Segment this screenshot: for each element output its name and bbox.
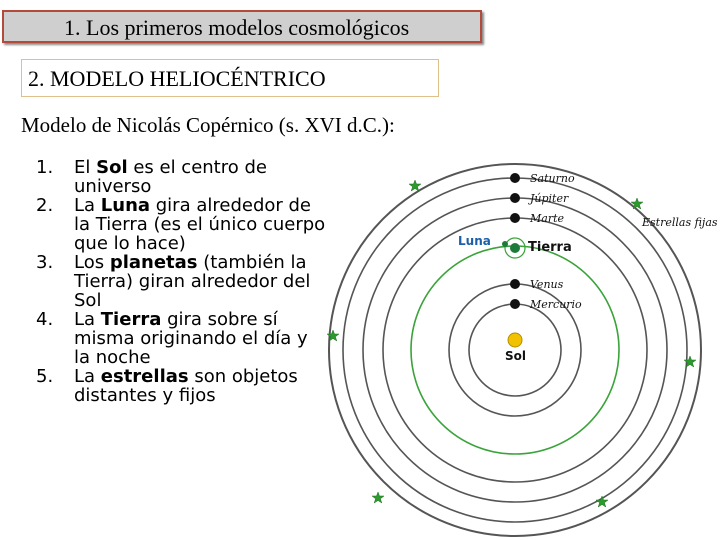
section-heading: 2. MODELO HELIOCÉNTRICO	[28, 66, 326, 91]
title-banner: 1. Los primeros modelos cosmológicos	[2, 10, 482, 43]
list-keyword: Sol	[96, 157, 128, 178]
fixed-stars-label: Estrellas fijas	[641, 216, 718, 229]
mars-dot	[510, 213, 520, 223]
list-text-post: gira alrededor de la Tierra (es el único…	[74, 195, 326, 254]
points-list: 1. El Sol es el centro de universo 2. La L…	[36, 158, 326, 405]
saturn-dot	[510, 173, 520, 183]
venus-dot	[510, 279, 520, 289]
list-text-pre: La	[74, 195, 101, 216]
fixed-stars	[326, 179, 697, 508]
star-icon	[371, 491, 385, 504]
list-keyword: estrellas	[100, 366, 189, 387]
star-icon	[326, 329, 340, 342]
planet-labels: Saturno Júpiter Marte Venus Mercurio Est…	[528, 172, 718, 311]
list-item: 4. La Tierra gira sobre sí misma originan…	[36, 310, 326, 367]
outer-sphere-ring	[328, 163, 702, 537]
saturn-label: Saturno	[530, 172, 575, 185]
list-number: 4.	[36, 309, 54, 330]
list-text-pre: El	[74, 157, 97, 178]
moon-orbit	[504, 237, 526, 259]
planets	[502, 173, 523, 348]
list-keyword: Luna	[100, 195, 151, 216]
moon-dot	[502, 241, 508, 247]
star-icon	[408, 179, 422, 192]
jupiter-label: Júpiter	[528, 192, 569, 205]
list-text-pre: La	[74, 309, 101, 330]
list-text-post: son objetos distantes y fijos	[74, 366, 298, 406]
list-text-pre: La	[74, 366, 101, 387]
list-keyword: Tierra	[100, 309, 162, 330]
venus-label: Venus	[530, 278, 564, 291]
list-text-post: gira sobre sí misma originando el día y …	[74, 309, 308, 368]
heliocentric-diagram: Saturno Júpiter Marte Venus Mercurio Est…	[326, 163, 718, 537]
list-text-post: es el centro de universo	[74, 157, 267, 197]
list-number: 5.	[36, 366, 54, 387]
section-heading-box: 2. MODELO HELIOCÉNTRICO	[21, 59, 439, 97]
sun-label: Sol	[505, 349, 526, 363]
list-number: 2.	[36, 195, 54, 216]
mars-label: Marte	[529, 212, 565, 225]
earth-dot	[510, 243, 520, 253]
star-icon	[595, 495, 609, 508]
model-subtitle: Modelo de Nicolás Copérnico (s. XVI d.C.…	[21, 113, 395, 137]
list-item: 5. La estrellas son objetos distantes y f…	[36, 367, 326, 405]
list-number: 3.	[36, 252, 54, 273]
list-text-pre: Los	[74, 252, 110, 273]
star-icon	[630, 197, 644, 210]
sun-dot	[507, 332, 523, 348]
mercury-dot	[510, 299, 520, 309]
moon-label: Luna	[458, 234, 491, 248]
earth-label: Tierra	[528, 240, 572, 255]
mercury-label: Mercurio	[529, 298, 582, 311]
list-number: 1.	[36, 157, 54, 178]
list-item: 1. El Sol es el centro de universo	[36, 158, 326, 196]
list-keyword: planetas	[109, 252, 198, 273]
list-text-post: (también la Tierra) giran alrededor del …	[74, 252, 311, 311]
jupiter-dot	[510, 193, 520, 203]
page-title: 1. Los primeros modelos cosmológicos	[64, 15, 410, 40]
list-item: 2. La Luna gira alrededor de la Tierra (e…	[36, 196, 326, 253]
star-icon	[683, 355, 697, 368]
list-item: 3. Los planetas (también la Tierra) giran…	[36, 253, 326, 310]
